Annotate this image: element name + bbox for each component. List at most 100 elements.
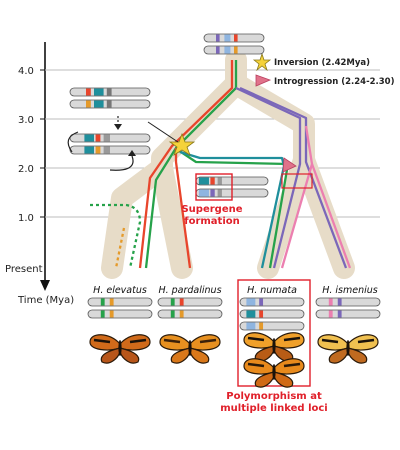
chromosome-band — [106, 88, 112, 96]
wing-stripe — [247, 336, 301, 342]
chromosome-species-4-a — [315, 297, 381, 307]
chromosome-species-2-a — [157, 297, 223, 307]
hindwing-right — [273, 371, 294, 388]
inversion-curve-right — [109, 155, 134, 171]
lineage-teal-introgression — [179, 150, 286, 269]
inversion-pointer-line — [147, 121, 179, 143]
tree-branch-pardalinus — [151, 157, 193, 279]
inversion-curve-left — [67, 131, 79, 153]
chromosome-band — [84, 134, 94, 142]
tree-branch-ismenius — [293, 149, 355, 279]
chromosome-band — [246, 298, 256, 306]
wing-stripe — [321, 338, 375, 344]
inversion-arrows — [67, 116, 136, 171]
present-label: Present — [5, 264, 43, 275]
chromosome-band — [103, 134, 110, 142]
chromosome-inverted-1 — [69, 133, 151, 143]
hindwing-left — [100, 347, 121, 364]
body — [272, 364, 276, 380]
supergene-box — [195, 173, 233, 201]
lineage-green-numata — [177, 149, 290, 269]
chromosome-ancestral-2 — [69, 99, 151, 109]
species-label-ismenius: H. ismenius — [322, 285, 378, 296]
hindwing-left — [328, 347, 349, 364]
chromosome-band — [217, 177, 222, 185]
lineage-dotted-green — [90, 203, 142, 269]
lineage-pink-ismenius — [310, 163, 352, 269]
hindwing-left — [170, 347, 191, 364]
butterfly-images — [89, 332, 379, 388]
butterfly-elevatus — [89, 334, 151, 364]
chromosome-band — [94, 100, 104, 108]
chromosome-body — [239, 309, 305, 319]
legend-introgression-label: Introgression (2.24-2.30) — [274, 77, 395, 87]
lineage-dotted-orange — [114, 227, 126, 269]
chromosome-band — [103, 146, 110, 154]
chromosome-body — [239, 321, 305, 331]
species-label-elevatus: H. elevatus — [93, 285, 147, 296]
chromosome-body — [157, 309, 223, 319]
inversion-curve-arrowhead — [128, 150, 136, 156]
legend-introgression-icon — [255, 74, 272, 87]
chromosome-body — [157, 297, 223, 307]
chromosome-band — [259, 298, 264, 306]
chromosome-band — [198, 189, 209, 197]
chromosome-band — [216, 34, 220, 42]
chromosome-body — [87, 297, 153, 307]
wing-stripe — [163, 338, 217, 344]
hindwing-right — [189, 347, 210, 364]
chromosome-band — [234, 34, 238, 42]
chromosome-band — [84, 146, 94, 154]
chromosome-band — [246, 310, 256, 318]
body — [188, 340, 192, 356]
chromosome-band — [246, 322, 256, 330]
chromosome-band — [328, 310, 333, 318]
wing-stripe — [93, 338, 147, 344]
chromosome-body — [315, 297, 381, 307]
chromosome-body — [239, 297, 305, 307]
introgression-arrow-icon — [282, 157, 297, 173]
chromosome-band — [224, 34, 231, 42]
chromosome-band — [217, 189, 222, 197]
lineage-red-elevatus — [138, 60, 234, 269]
legend-inversion-label: Inversion (2.42Mya) — [274, 58, 370, 68]
chromosome-body — [87, 309, 153, 319]
chromosome-band — [337, 310, 342, 318]
chromosome-band — [86, 88, 91, 96]
lineage-purple-ismenius — [239, 86, 348, 269]
chromosome-band — [259, 322, 264, 330]
chromosome-species-3-a — [239, 297, 305, 307]
supergene-label-line1: Supergene — [181, 204, 242, 215]
tick-label-1: 1.0 — [18, 213, 34, 224]
chromosome-diagrams — [69, 33, 381, 331]
butterfly-ismenius — [317, 334, 379, 364]
chromosome-band — [198, 177, 209, 185]
chromosome-band — [210, 177, 215, 185]
chromosome-species-4-b — [315, 309, 381, 319]
chromosome-band — [94, 88, 104, 96]
introgression-box — [281, 173, 313, 189]
chromosome-band — [95, 146, 101, 154]
chromosome-species-2-b — [157, 309, 223, 319]
hindwing-left — [254, 371, 275, 388]
chromosome-root-1 — [203, 33, 265, 43]
lineage-purple-numata — [235, 86, 302, 269]
chromosome-band — [109, 298, 114, 306]
species-label-numata: H. numata — [247, 285, 297, 296]
time-axis: 4.0 3.0 2.0 1.0 Present Time (Mya) — [5, 42, 380, 306]
chromosome-band — [179, 298, 184, 306]
chromosome-body — [315, 309, 381, 319]
chromosome-band — [210, 189, 215, 197]
chromosome-band — [234, 46, 238, 54]
tick-label-2: 2.0 — [18, 164, 34, 175]
chromosome-band — [170, 298, 175, 306]
polymorphism-label-line1: Polymorphism at — [226, 391, 322, 402]
chromosome-band — [106, 100, 112, 108]
chromosome-band — [224, 46, 231, 54]
chromosome-band — [337, 298, 342, 306]
inversion-down-arrowhead — [114, 124, 122, 130]
chromosome-band — [179, 310, 184, 318]
chromosome-species-1-a — [87, 297, 153, 307]
hindwing-right — [347, 347, 368, 364]
